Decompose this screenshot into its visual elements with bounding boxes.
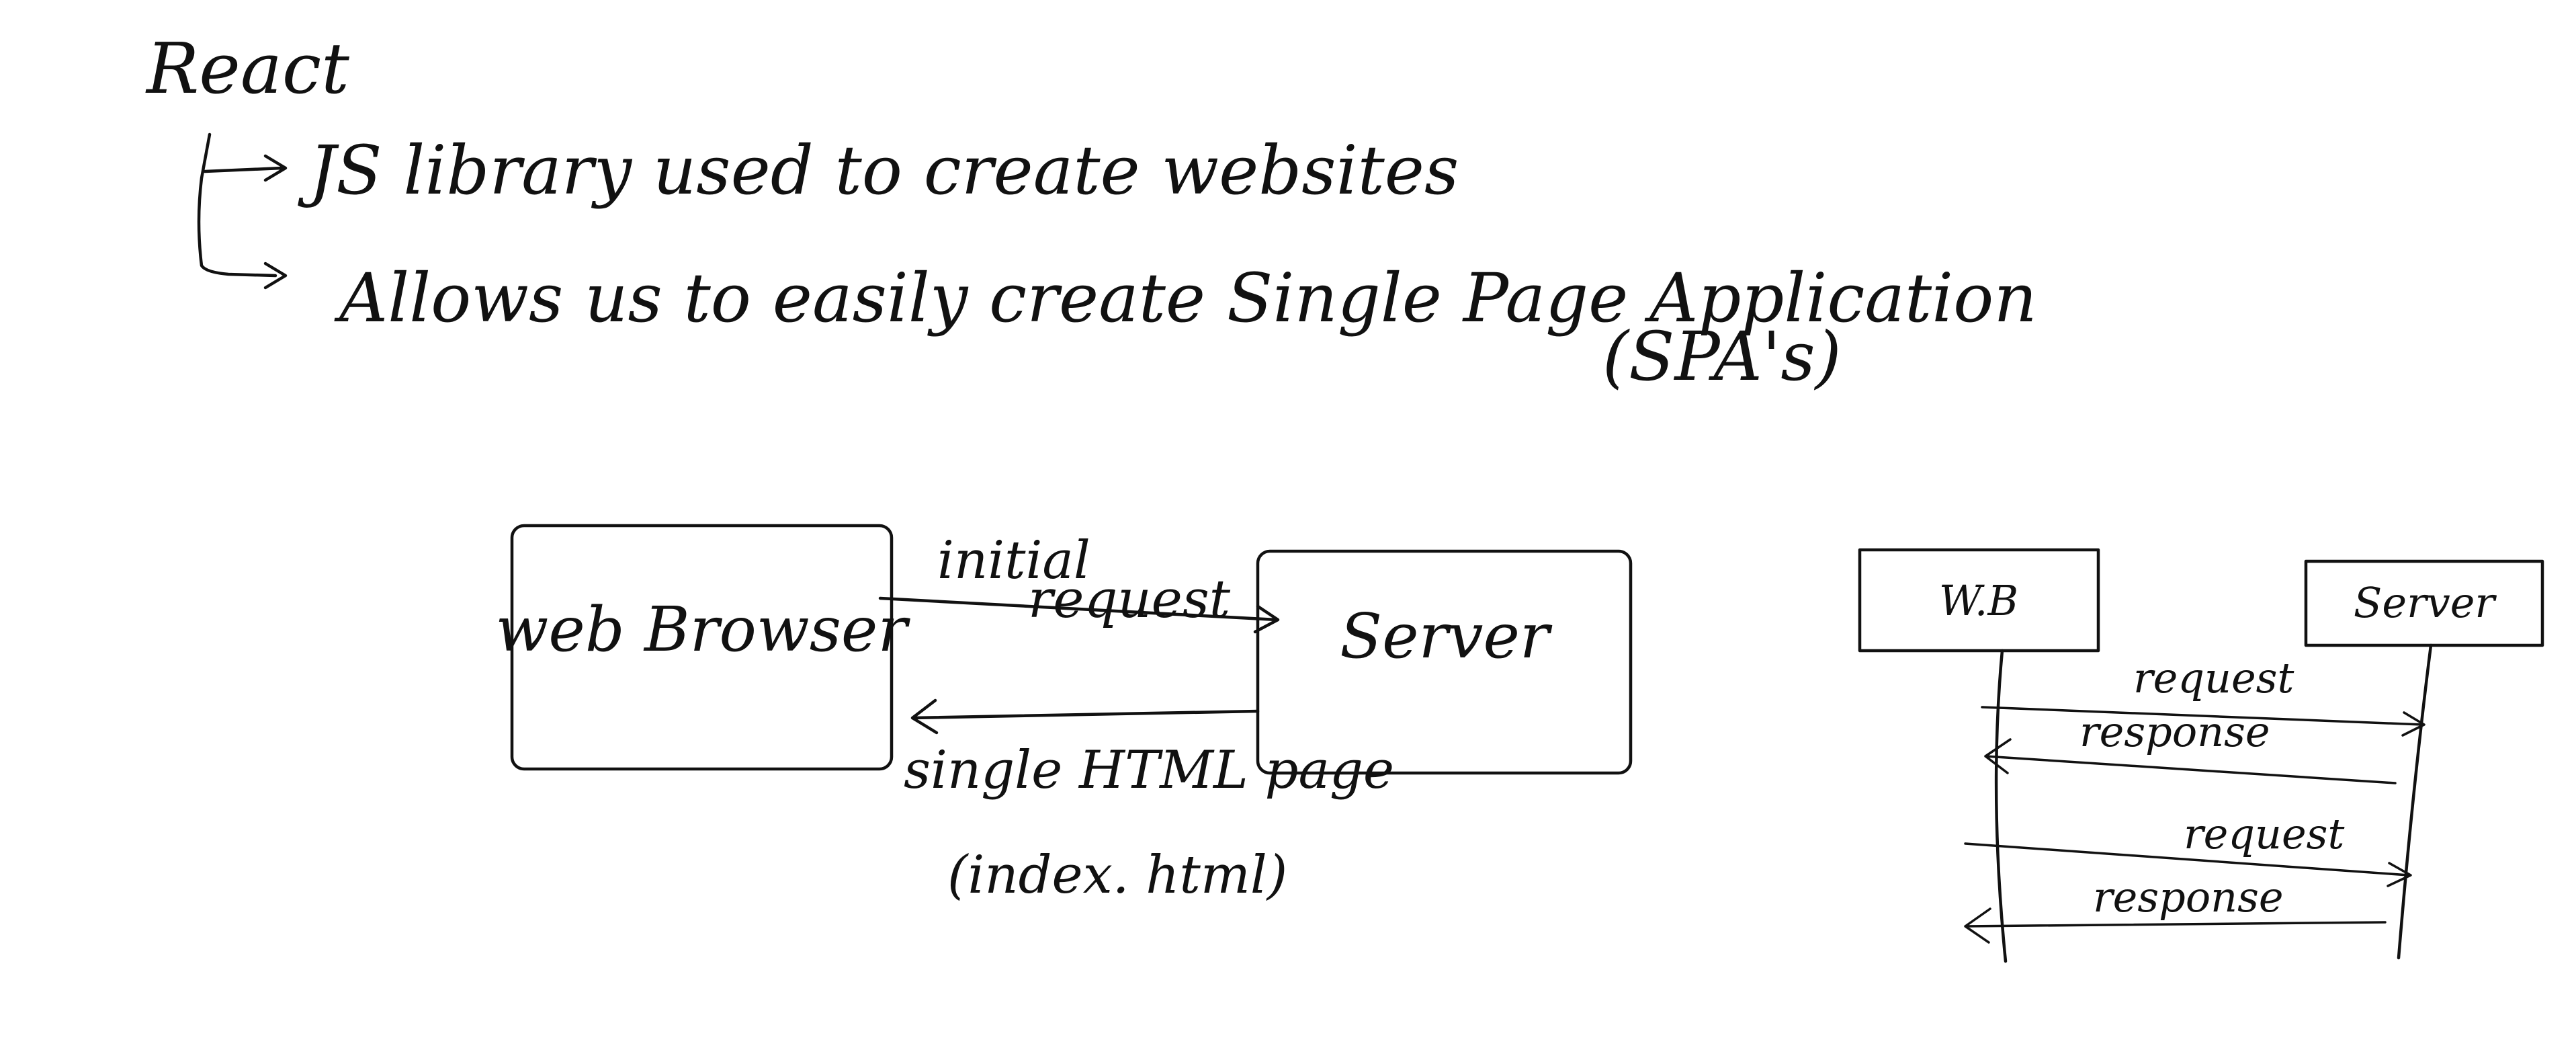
message-arrow-response-1-icon — [1984, 738, 2397, 784]
message-label-1: request — [2133, 653, 2294, 702]
branch-arrow-2-icon — [263, 261, 288, 290]
request-arrow-icon — [878, 596, 1280, 634]
browser-actor-box — [1858, 548, 2100, 653]
server-box — [1256, 549, 1633, 775]
server-actor-box — [2304, 559, 2544, 647]
request-label-top: initial — [937, 530, 1090, 591]
message-label-4: response — [2093, 873, 2284, 922]
request-label-bottom: request — [1028, 569, 1231, 630]
message-arrow-response-2-icon — [1964, 907, 2387, 944]
browser-lifeline — [1994, 649, 2008, 963]
response-arrow-icon — [910, 698, 1260, 735]
browser-label: web Browser — [496, 594, 911, 665]
message-label-2: response — [2079, 707, 2270, 756]
server-lifeline — [2397, 643, 2433, 960]
sequence-diagram: W.B Server request response request resp… — [1858, 548, 2544, 963]
browser-box — [510, 524, 894, 771]
flow-diagram: web Browser Server initial request singl… — [496, 524, 1633, 905]
response-label-bottom: (index. html) — [947, 845, 1287, 905]
response-label-top: single HTML page — [904, 740, 1394, 801]
notes-title: React — [145, 28, 349, 110]
notes-section: React JS library used to create websites… — [145, 28, 2037, 396]
server-label: Server — [1340, 600, 1553, 672]
bracket-arrow-icon — [197, 132, 277, 278]
server-actor-label: Server — [2354, 578, 2497, 627]
message-arrow-request-1-icon — [1981, 706, 2425, 737]
branch-arrow-1-icon — [203, 154, 288, 182]
browser-actor-label: W.B — [1939, 576, 2018, 625]
notes-line-1: JS library used to create websites — [298, 131, 1459, 210]
message-label-3: request — [2184, 809, 2344, 858]
notes-line-3: (SPA's) — [1602, 317, 1842, 396]
message-arrow-request-2-icon — [1964, 842, 2412, 887]
notes-line-2: Allows us to easily create Single Page A… — [334, 259, 2037, 337]
